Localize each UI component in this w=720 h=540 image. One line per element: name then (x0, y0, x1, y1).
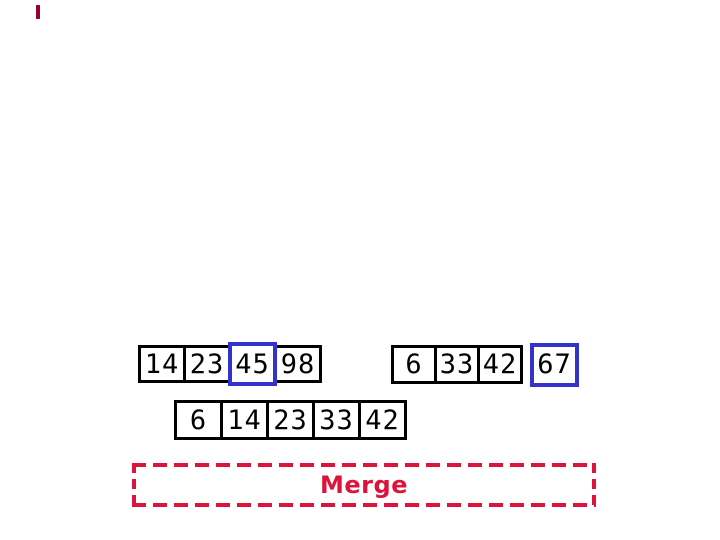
dashed-border-bottom (132, 503, 596, 507)
slide-corner-mark (36, 5, 40, 19)
array-cell: 23 (183, 345, 231, 383)
merged-array: 6 14 23 33 42 (174, 400, 407, 440)
dashed-border-top (132, 463, 596, 467)
array-cell: 98 (274, 345, 322, 383)
highlighted-cell: 67 (530, 342, 579, 387)
merge-operation-box: Merge (132, 463, 596, 507)
dashed-border-right (592, 463, 596, 507)
left-subarray: 14 23 45 98 (138, 342, 322, 386)
array-cell: 33 (434, 345, 480, 384)
array-cell: 42 (477, 345, 523, 384)
array-cell: 42 (358, 400, 407, 440)
right-subarray: 6 33 42 67 (391, 342, 579, 387)
merge-label: Merge (320, 471, 408, 499)
array-cell: 6 (174, 400, 223, 440)
array-cell: 6 (391, 345, 437, 384)
array-cell: 23 (266, 400, 315, 440)
array-cell: 14 (220, 400, 269, 440)
dashed-border-left (132, 463, 136, 507)
array-cell: 33 (312, 400, 361, 440)
array-cell: 14 (138, 345, 186, 383)
highlighted-cell: 45 (228, 342, 277, 386)
